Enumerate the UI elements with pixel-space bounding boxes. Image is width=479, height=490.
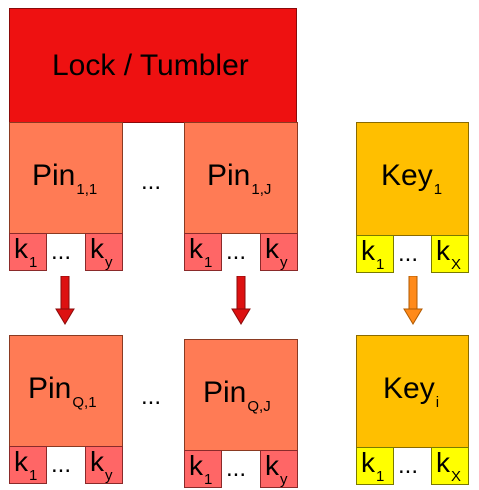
- pin-bottom-1-sub: Q,1: [72, 394, 97, 411]
- pin-top-2-label: Pin1,J: [207, 159, 271, 198]
- pin-bottom-1-base: Pin: [28, 372, 72, 405]
- key-bottom-cell-last: kX: [431, 447, 469, 485]
- bottom-pins-ellipsis: ...: [141, 383, 162, 410]
- pin-top-2-cells-ellipsis: ...: [226, 238, 247, 265]
- pin-top-2-cell-first: k1: [184, 233, 222, 271]
- key-top-label: Key1: [381, 159, 442, 198]
- pin-top-1-label: Pin1,1: [32, 159, 97, 198]
- key-bottom-label: Keyi: [383, 372, 439, 411]
- pin-bottom-1-cell-first: k1: [9, 446, 47, 484]
- pin-bottom-2-box: PinQ,J: [184, 339, 298, 451]
- pin-top-1-box: Pin1,1: [9, 122, 123, 234]
- pin-top-2-sub: 1,J: [251, 181, 272, 198]
- key-bottom-cell-first: k1: [356, 447, 394, 485]
- red-arrow-down-icon: [231, 276, 251, 325]
- lock-tumbler-label: Lock / Tumbler: [52, 49, 249, 82]
- pin-bottom-1-label: PinQ,1: [28, 372, 97, 411]
- key-top-sub: 1: [433, 181, 443, 198]
- key-bottom-cells-ellipsis: ...: [398, 452, 419, 479]
- pin-bottom-1-box: PinQ,1: [9, 335, 123, 447]
- pin-top-1-cell-first: k1: [9, 233, 47, 271]
- key-top-cell-first: k1: [356, 235, 394, 273]
- pin-top-1-base: Pin: [32, 159, 76, 192]
- orange-arrow-down-icon: [403, 276, 423, 325]
- pin-bottom-2-sub: Q,J: [247, 398, 271, 415]
- pin-top-1-cell-last: ky: [85, 233, 123, 271]
- key-top-base: Key: [381, 159, 433, 192]
- pin-bottom-2-cells-ellipsis: ...: [226, 455, 247, 482]
- pin-top-2-base: Pin: [207, 159, 251, 192]
- key-top-box: Key1: [356, 122, 469, 236]
- red-arrow-down-icon: [55, 276, 75, 325]
- pin-top-2-box: Pin1,J: [184, 122, 298, 234]
- pin-bottom-2-cell-last: ky: [260, 450, 298, 488]
- pin-top-2-cell-last: ky: [260, 233, 298, 271]
- pin-bottom-1-cell-last: ky: [85, 446, 123, 484]
- key-bottom-base: Key: [383, 372, 435, 405]
- pin-bottom-2-cell-first: k1: [184, 450, 222, 488]
- pin-top-1-sub: 1,1: [76, 181, 98, 198]
- key-top-cell-last: kX: [431, 235, 469, 273]
- key-bottom-sub: i: [435, 394, 440, 411]
- lock-tumbler-box: Lock / Tumbler: [9, 8, 297, 123]
- key-top-cells-ellipsis: ...: [398, 240, 419, 267]
- pin-top-1-cells-ellipsis: ...: [51, 238, 72, 265]
- pin-bottom-2-base: Pin: [203, 376, 247, 409]
- key-bottom-box: Keyi: [356, 335, 469, 448]
- pin-bottom-2-label: PinQ,J: [203, 376, 271, 415]
- top-pins-ellipsis: ...: [141, 168, 162, 195]
- pin-bottom-1-cells-ellipsis: ...: [51, 451, 72, 478]
